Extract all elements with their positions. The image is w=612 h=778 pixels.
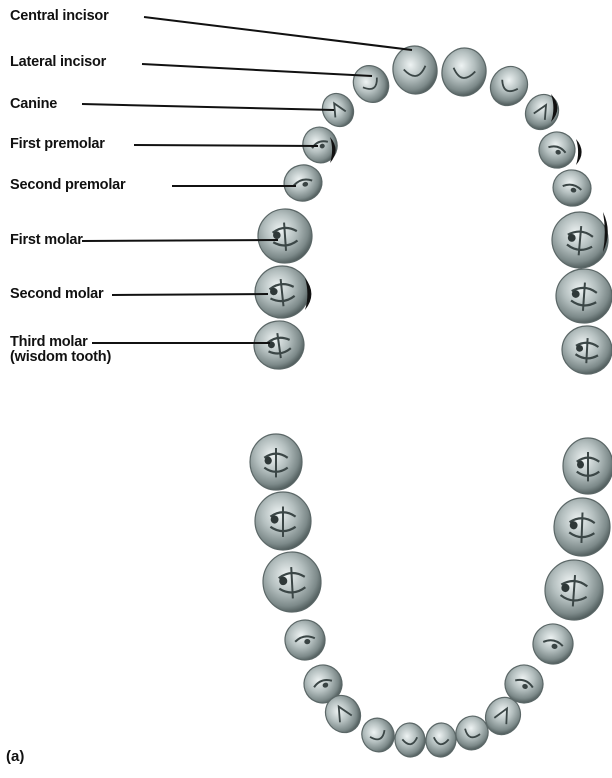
upper-left-third-molar [251,318,307,372]
label-first-premolar: First premolar [10,136,105,153]
upper-right-lateral-incisor [483,60,534,113]
leader-lateral-incisor [142,64,372,76]
upper-right-third-molar [561,325,612,376]
label-second-premolar: Second premolar [10,177,125,194]
upper-right-first-molar [550,210,611,271]
lower-right-central-incisor [424,721,458,759]
lower-left-first-molar [261,551,322,614]
lower-right-second-premolar [529,620,576,667]
upper-left-second-premolar [280,161,326,206]
lower-left-second-molar [255,492,311,550]
upper-right-canine [519,88,565,135]
lower-arch [250,434,612,759]
leader-canine [82,104,334,110]
leader-second-molar [112,294,268,295]
label-third-molar-line1: Third molar [10,335,111,350]
leader-first-premolar [134,145,318,146]
panel-label: (a) [6,748,24,765]
upper-right-first-premolar [534,127,579,172]
label-canine: Canine [10,96,57,113]
label-central-incisor: Central incisor [10,8,109,25]
label-lateral-incisor: Lateral incisor [10,54,106,71]
upper-left-first-molar [256,207,314,265]
label-third-molar: Third molar (wisdom tooth) [10,335,111,365]
lower-right-second-molar [553,497,611,557]
upper-right-second-molar [554,267,612,325]
lower-right-third-molar [563,438,612,494]
leader-central-incisor [144,17,412,50]
upper-left-second-molar [252,263,311,320]
upper-right-second-premolar [550,166,595,209]
lower-left-lateral-incisor [356,713,399,757]
upper-right-central-incisor [438,45,490,100]
upper-arch [251,43,612,376]
label-third-molar-line2: (wisdom tooth) [10,350,111,365]
lower-right-first-molar [543,558,605,622]
shadow-crescent [576,139,582,165]
upper-left-lateral-incisor [346,59,396,110]
leader-first-molar [82,240,278,241]
lower-left-second-premolar [282,617,328,663]
lower-left-third-molar [250,434,302,490]
lower-left-central-incisor [393,721,427,759]
upper-left-central-incisor [389,43,441,98]
label-second-molar: Second molar [10,286,104,303]
leader-lines [82,17,412,343]
label-first-molar: First molar [10,232,83,249]
